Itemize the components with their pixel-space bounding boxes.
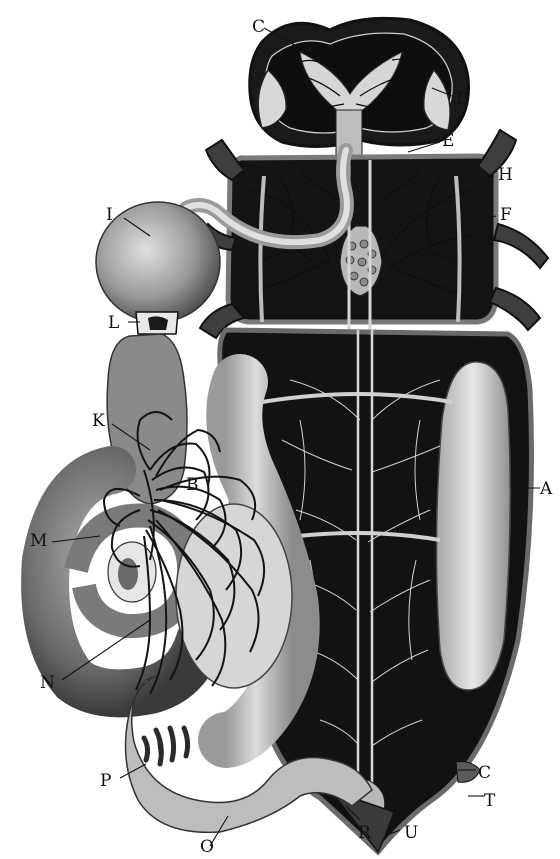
rectal-pads: [144, 728, 188, 764]
label-i: I: [106, 205, 113, 225]
label-u: U: [404, 823, 418, 843]
rectal-pad: [184, 728, 188, 756]
label-h: H: [498, 165, 513, 185]
label-a: A: [539, 479, 553, 499]
label-c-bottom: C: [478, 763, 491, 783]
label-p: P: [100, 771, 111, 791]
rectal-pad: [144, 738, 148, 760]
label-c-top: C: [252, 17, 265, 37]
label-l: L: [108, 313, 119, 333]
rectal-pad: [170, 728, 174, 760]
label-f: F: [500, 205, 512, 225]
leg-stub: [490, 288, 540, 330]
label-k: K: [92, 411, 105, 431]
leg-stub: [494, 224, 548, 268]
label-o: O: [200, 837, 214, 857]
label-e: E: [442, 131, 454, 151]
abdominal-air-sac: [436, 362, 510, 690]
label-d: D: [456, 89, 470, 109]
honey-stomach: [96, 202, 220, 322]
accessory-gland: [456, 762, 480, 783]
label-b: B: [186, 475, 199, 495]
proventriculus-valve: [148, 316, 168, 330]
label-r: R: [358, 823, 372, 843]
rectal-pad: [156, 730, 161, 764]
label-t: T: [484, 791, 496, 811]
label-m: M: [30, 531, 47, 551]
label-n: N: [40, 673, 55, 693]
